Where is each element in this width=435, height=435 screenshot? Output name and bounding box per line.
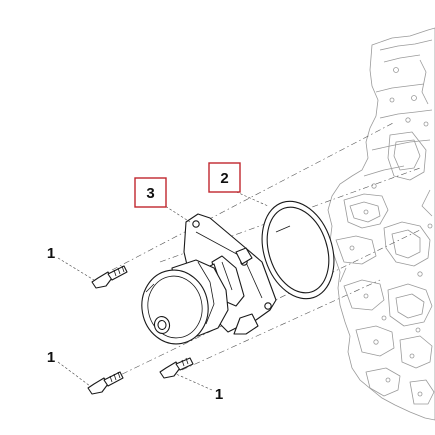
callout-bolt-bottom-left: 1 (47, 349, 55, 366)
gasket (261, 200, 335, 300)
callout-box (134, 177, 167, 208)
callout-gasket: 2 (208, 162, 241, 193)
callout-label: 3 (146, 185, 154, 202)
callout-label: 1 (47, 349, 55, 366)
callout-box (208, 162, 241, 193)
bolt-top-left (91, 265, 128, 289)
engine-block (327, 27, 435, 421)
callout-bolt-top-left: 1 (47, 245, 55, 262)
callout-label: 1 (47, 245, 55, 262)
water-pump (141, 213, 277, 345)
callout-water-pump: 3 (134, 177, 167, 208)
bolt-bottom-left (87, 371, 124, 395)
callout-bolt-bottom-right: 1 (215, 386, 223, 403)
bolt-bottom-right (159, 357, 194, 379)
callout-label: 1 (215, 386, 223, 403)
callout-label: 2 (220, 170, 228, 187)
